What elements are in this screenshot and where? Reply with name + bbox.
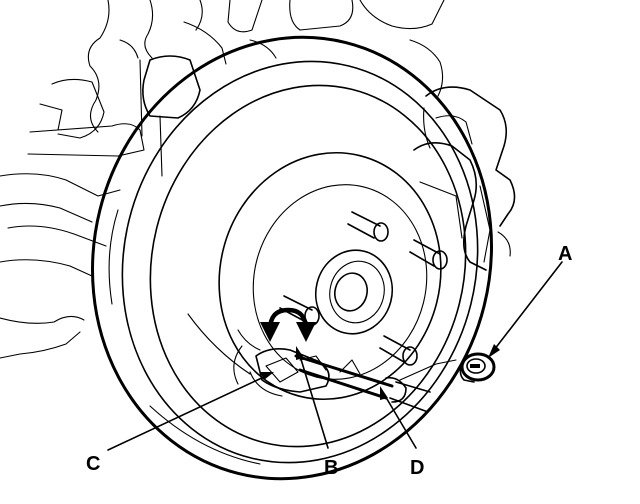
adjuster-mechanism	[187, 313, 361, 397]
brake-rotor	[91, 35, 493, 481]
wheel-stud	[347, 211, 389, 242]
callout-label-b: B	[324, 457, 338, 479]
leader-line-a	[488, 261, 563, 358]
leader-line-d	[380, 386, 417, 449]
rotation-arrow-icon	[260, 307, 316, 342]
callout-label-d: D	[410, 457, 424, 479]
wheel-stud	[409, 239, 448, 270]
callout-label-c: C	[86, 453, 100, 475]
access-hole-plug	[459, 352, 496, 383]
screwdriver-tool	[294, 354, 457, 413]
leader-line-c	[107, 372, 274, 451]
leader-line-b	[296, 346, 329, 449]
wheel-stud	[379, 335, 418, 366]
suspension-assembly	[0, 0, 445, 359]
callout-label-a: A	[558, 243, 572, 265]
